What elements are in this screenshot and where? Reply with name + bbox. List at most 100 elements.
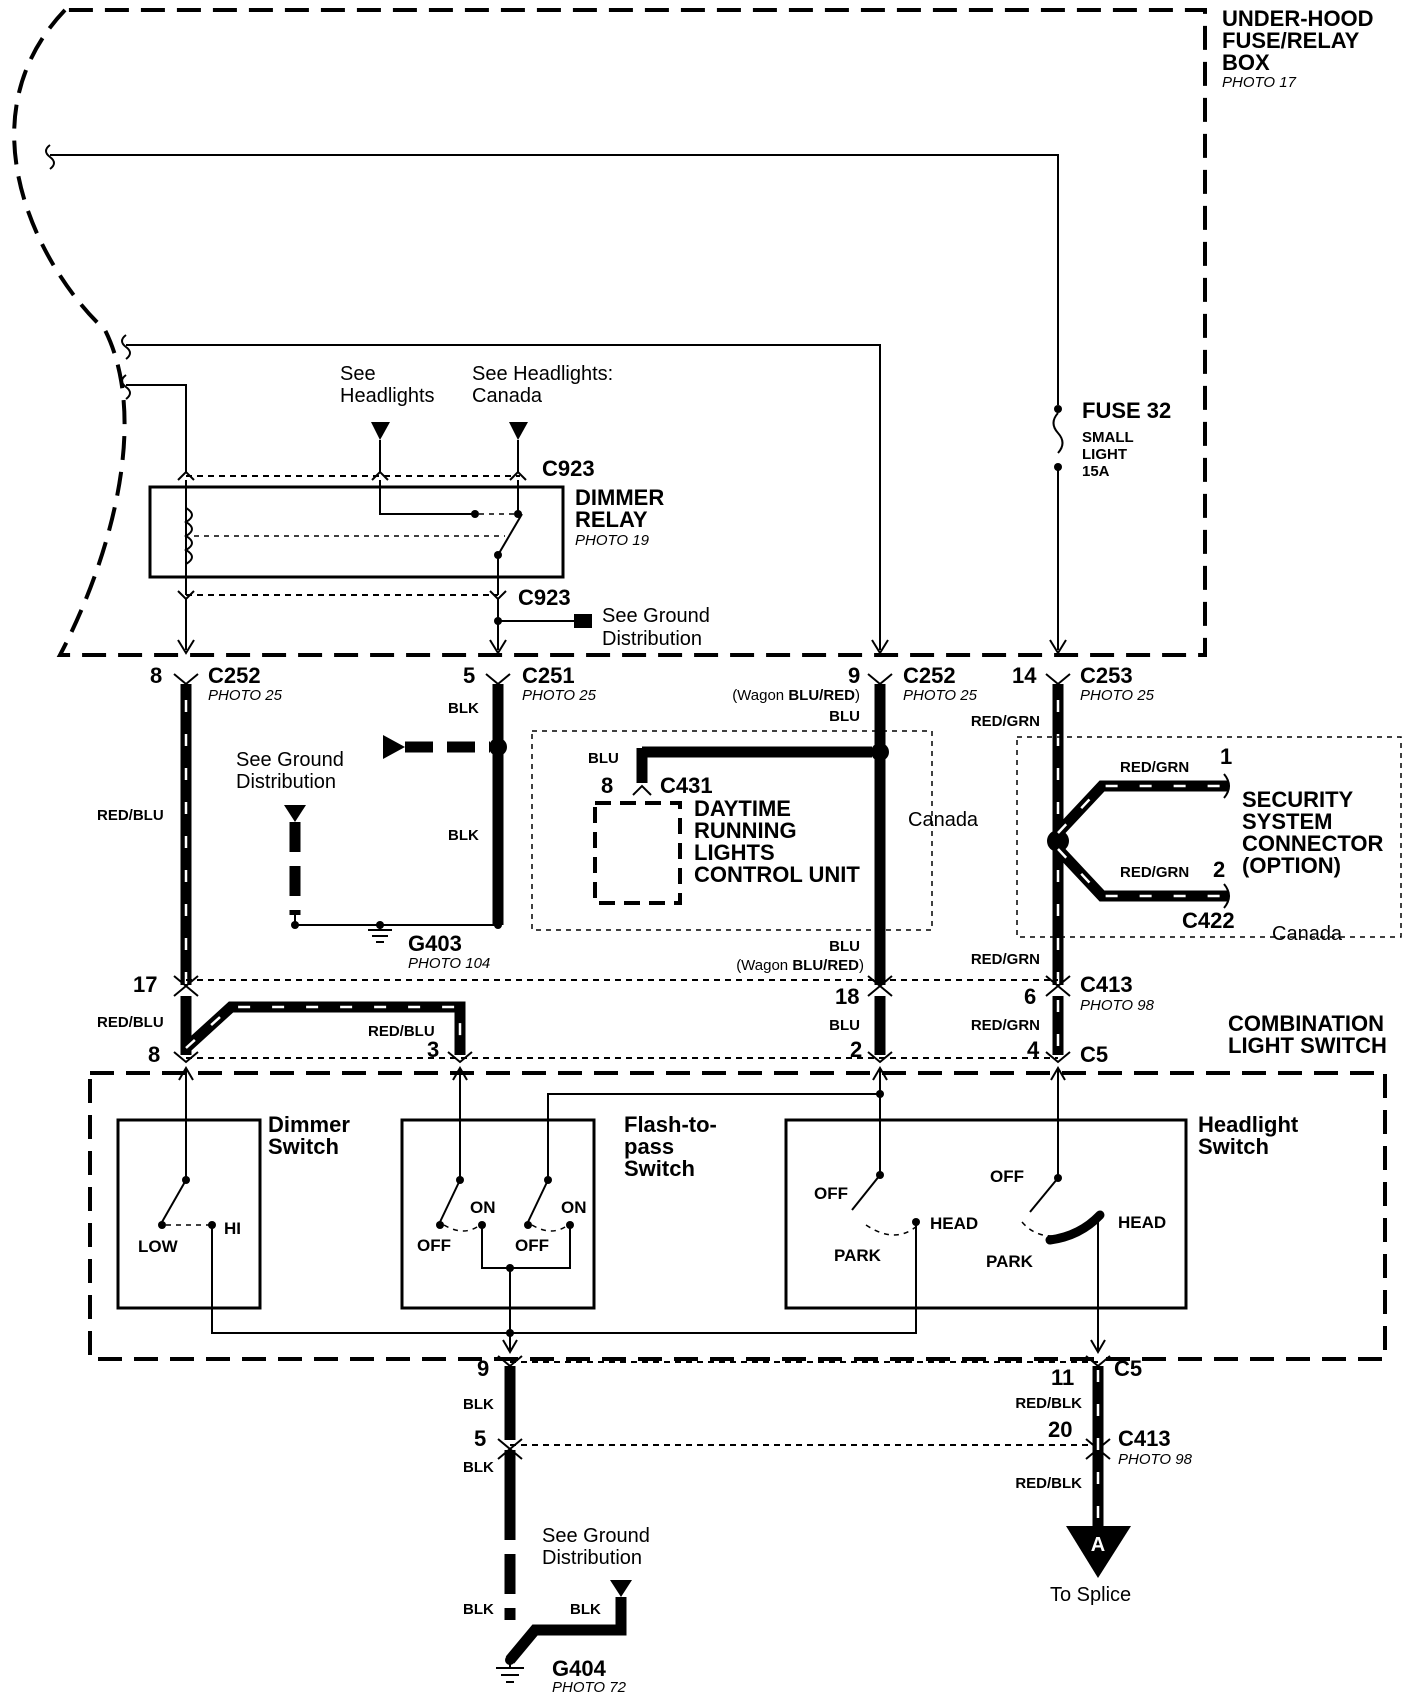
fuse-icon [1052,412,1064,454]
splice-dot [494,921,502,929]
fuse-desc-3: 15A [1082,463,1110,480]
c5-top-name: C5 [1080,1042,1108,1067]
dimmer-switch-title-1: Dimmer [268,1112,350,1137]
arrow-icon [502,1339,518,1354]
hl-head-1: HEAD [930,1214,978,1233]
flash-feed-wire [547,1093,880,1180]
wire-label-blk-5: BLK [463,1601,494,1618]
c253-pin: 14 [1012,663,1037,688]
dimmer-relay-title-2: RELAY [575,507,648,532]
c413-top-pin-17: 17 [133,972,157,997]
drl-title-1: DAYTIME [694,796,791,821]
dimmer-low: LOW [138,1237,179,1256]
headlight-head-contact [1045,1210,1105,1245]
c413-bottom-name: C413 [1118,1426,1171,1451]
c5-pin-8: 8 [148,1042,160,1067]
wire-blk-g404-ref [505,1597,627,1664]
fuse-desc-1: SMALL [1082,429,1134,446]
connector-pin-icon [1045,1051,1071,1064]
headlight-link-1 [865,1224,919,1236]
wire-label-blu-drl: BLU [588,750,619,767]
dimmer-relay-box [148,485,565,579]
switch-contact [436,1221,444,1229]
flash-blade-2 [527,1179,549,1223]
c431-name: C431 [660,773,713,798]
relay-contact [471,510,479,518]
c422-pin2: 2 [1213,857,1225,882]
security-title-3: CONNECTOR [1242,831,1383,856]
see-headlights-canada-1: See Headlights: [472,363,613,385]
hl-off-2: OFF [990,1167,1024,1186]
flash-title-3: Switch [624,1156,695,1181]
fuse-box-boundary [12,8,1207,657]
c251-pin: 5 [463,663,475,688]
headlight-blade-2 [1029,1177,1059,1213]
wire-label-blu-1: BLU [829,708,860,725]
splice-arrow-icon [1066,1526,1131,1578]
bus-break-icon [121,374,131,400]
see-ground-g404-2: Distribution [542,1547,642,1569]
flash-off-1: OFF [417,1236,451,1255]
wire-label-red-blk-2: RED/BLK [1015,1475,1082,1492]
connector-pin-icon [173,975,199,997]
fuse-terminal [1054,463,1062,471]
wire-label-blk-2: BLK [448,827,479,844]
combo-title-2: LIGHT SWITCH [1228,1033,1387,1058]
fuse-terminal [1054,405,1062,413]
connector-pin-icon [632,784,652,796]
c5-pin-2: 2 [850,1037,862,1062]
arrow-icon [178,1066,194,1081]
wire-label-red-grn-3: RED/GRN [971,1017,1040,1034]
drl-unit-box [593,801,682,905]
fuse-box-title-2: FUSE/RELAY [1222,28,1360,53]
g404-photo: PHOTO 72 [552,1679,627,1696]
fuse-name: FUSE 32 [1082,398,1171,423]
connector-pin-icon [867,975,893,997]
see-ground-g403-2: Distribution [236,771,336,793]
connector-pin-icon [1045,975,1071,997]
wire-label-red-blk-1: RED/BLK [1015,1395,1082,1412]
wire-label-blk-6: BLK [570,1601,601,1618]
connector-pin-icon [867,1051,893,1064]
hl-off-1: OFF [814,1184,848,1203]
wire-security-1 [1053,780,1228,837]
wire-label-red-blu-3: RED/BLU [368,1023,435,1040]
c431-pin: 8 [601,773,613,798]
switch-contact [158,1221,166,1229]
wire-relay-feed [126,384,187,472]
g403-photo: PHOTO 104 [408,955,490,972]
wire-stripe [185,1005,462,1055]
c5-pin-4: 4 [1027,1037,1040,1062]
dimmer-switch-title-2: Switch [268,1134,339,1159]
c251-photo: PHOTO 25 [522,687,597,704]
combo-title-1: COMBINATION [1228,1011,1384,1036]
connector-pin-icon [485,673,511,686]
arrow-icon [452,1066,468,1081]
splice-letter: A [1091,1534,1105,1556]
security-region-box [1016,736,1402,938]
flash-ground-wire [481,1225,571,1269]
wire-label-red-blu: RED/BLU [97,807,164,824]
see-ground-relay-1: See Ground [602,605,710,627]
c422-name: C422 [1182,908,1235,933]
bus-break-icon [45,144,55,170]
c413-top-photo: PHOTO 98 [1080,997,1155,1014]
see-ground-g403-1: See Ground [236,749,344,771]
splice-dot [291,921,299,929]
wire-label-blu-2: BLU [829,938,860,955]
arrow-icon [489,639,507,655]
g404-name: G404 [552,1656,607,1681]
hl-park-1: PARK [834,1246,882,1265]
ref-arrow-icon [574,614,592,628]
relay-contact-wire [379,480,475,515]
splice-dot [506,1264,514,1272]
arrow-icon [1050,1066,1066,1081]
hl-head-2: HEAD [1118,1213,1166,1232]
ref-arrow-icon [383,735,405,759]
g403-name: G403 [408,931,462,956]
ground-icon [368,925,392,943]
c252-left-name: C252 [208,663,261,688]
connector-pin-icon [1223,883,1230,909]
c5-bottom-pin-9: 9 [477,1356,489,1381]
flash-link-1 [443,1224,481,1232]
